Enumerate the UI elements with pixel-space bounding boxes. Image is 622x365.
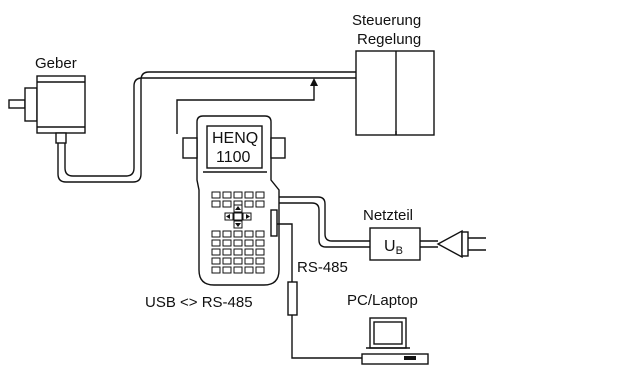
usb-rs485-converter	[287, 281, 298, 316]
netzteil-label: Netzteil	[363, 207, 413, 224]
power-supply-box	[369, 227, 421, 261]
power-supply-symbol: UB	[384, 238, 403, 257]
encoder-cable	[57, 71, 356, 183]
power-plug	[436, 229, 486, 259]
steuerung-label: Steuerung	[352, 12, 421, 29]
encoder	[8, 75, 86, 144]
device-display	[206, 125, 263, 169]
device-keypad	[211, 191, 265, 274]
controller-box	[355, 50, 435, 136]
device-name-label: HENQ	[212, 130, 258, 147]
rs485-label: RS-485	[297, 259, 348, 276]
pc-label: PC/Laptop	[347, 292, 418, 309]
power-cable	[279, 196, 370, 242]
rs485-cable	[277, 223, 293, 282]
usb-rs485-label: USB <> RS-485	[145, 294, 253, 311]
signal-line	[176, 86, 315, 134]
arrow-head	[310, 78, 318, 86]
device-model-label: 1100	[216, 149, 251, 166]
pc-laptop	[361, 317, 429, 365]
geber-label: Geber	[35, 55, 77, 72]
regelung-label: Regelung	[357, 31, 421, 48]
